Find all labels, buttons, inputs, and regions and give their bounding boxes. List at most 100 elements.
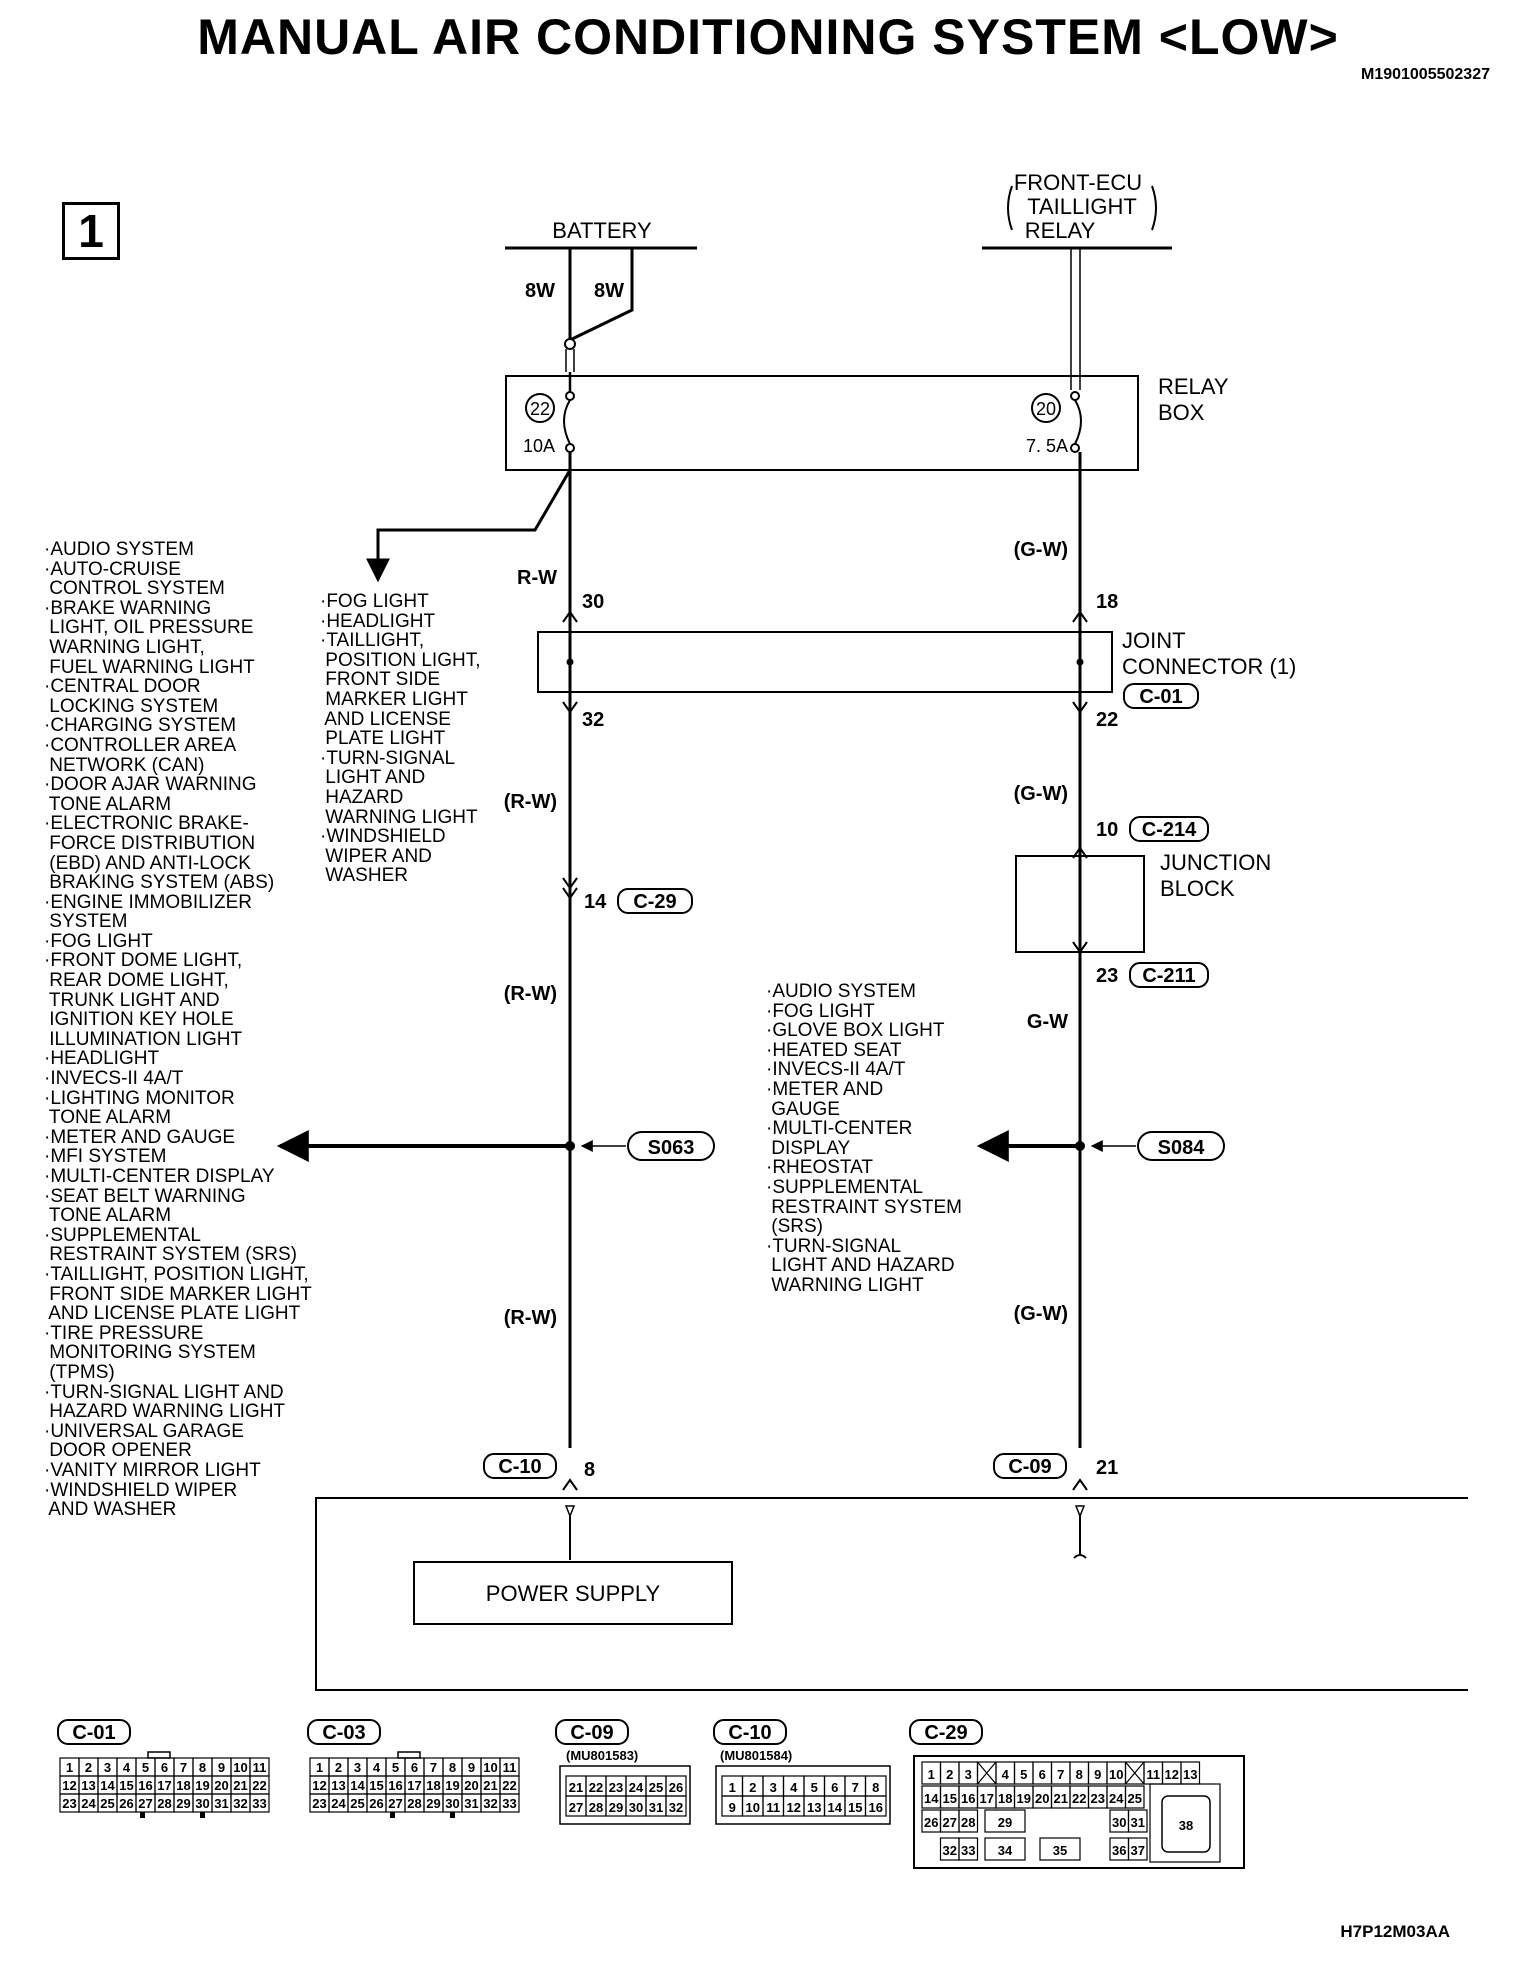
connector-pin-number: 28: [407, 1796, 421, 1811]
connector-cavity: [1124, 1785, 1145, 1809]
fuse-20-term-bottom: [1070, 443, 1080, 453]
left-system-item: (EBD) AND ANTI-LOCK: [44, 852, 251, 874]
connector-pin-number: 28: [157, 1796, 171, 1811]
connector-pin-number: 9: [468, 1760, 475, 1775]
connector-pin-number: 15: [943, 1791, 957, 1806]
junction-code-in: C-214: [1142, 819, 1197, 841]
connector-pin-number: 2: [335, 1760, 342, 1775]
connector-code-box: [307, 1719, 381, 1745]
connector-cavity: [1127, 1809, 1148, 1833]
connector-pin-number: 29: [176, 1796, 190, 1811]
connector-pin-number: 1: [66, 1760, 73, 1775]
connector-pin-number: 7: [1057, 1767, 1064, 1782]
relay-branch-item: WARNING LIGHT: [320, 806, 478, 828]
relay-branch-item: HAZARD: [320, 786, 404, 808]
connector-pin-number: 2: [85, 1760, 92, 1775]
right-system-item: ·TURN-SIGNAL: [766, 1235, 902, 1257]
connector-code-label: C-10: [728, 1722, 771, 1744]
left-system-item: AND LICENSE PLATE LIGHT: [44, 1303, 301, 1325]
c10-arrow: [562, 1478, 578, 1491]
c09-internal-lead: [1073, 1516, 1087, 1559]
left-system-item: HAZARD WARNING LIGHT: [44, 1401, 286, 1423]
fuse-22-circle: [525, 393, 555, 423]
connector-pin-number: 14: [350, 1778, 365, 1793]
connector-pin-number: 17: [157, 1778, 171, 1793]
relay-branch-item: ·WINDSHIELD: [320, 826, 446, 848]
right-system-item: ·METER AND: [766, 1078, 884, 1100]
connector-pin-number: 27: [138, 1796, 152, 1811]
connector-pin-number: 19: [1017, 1791, 1031, 1806]
front-ecu-brackets: [1007, 185, 1157, 231]
connector-pin-number: 6: [411, 1760, 418, 1775]
connector-cavity: [499, 1793, 520, 1813]
left-system-item: ·FOG LIGHT: [44, 930, 153, 952]
c29-code: C-29: [633, 891, 676, 913]
connector-pin-number: 4: [123, 1760, 131, 1775]
connector-pin-number: 27: [388, 1796, 402, 1811]
page-number-box: 1: [62, 202, 120, 260]
joint-connector-label-2: CONNECTOR (1): [1122, 654, 1296, 679]
connector-pin-number: 8: [1076, 1767, 1083, 1782]
c09-code: C-09: [1008, 1456, 1051, 1478]
connector-pin-number: 14: [924, 1791, 939, 1806]
joint-dot-left: [566, 658, 574, 666]
fuse-22-amperage: 10A: [523, 436, 555, 456]
relay-branch-item: FRONT SIDE: [320, 669, 440, 691]
connector-cavity: [984, 1809, 1026, 1833]
connector-shell: [559, 1765, 691, 1825]
c10-code-box: [483, 1453, 557, 1479]
connector-pin-number: 1: [316, 1760, 323, 1775]
connector-pin-number: 19: [445, 1778, 459, 1793]
connector-cavity: [984, 1837, 1026, 1861]
front-ecu-double-wire: [1070, 248, 1081, 390]
connector-cavity: [249, 1793, 270, 1813]
left-system-item: ·CONTROLLER AREA: [44, 734, 237, 756]
relay-box-outline: [505, 375, 1139, 471]
document-id: M1901005502327: [1360, 66, 1490, 83]
connector-pin-number: 3: [770, 1780, 777, 1795]
relay-branch-arrow: [366, 469, 572, 583]
power-supply-box: [413, 1561, 733, 1625]
connector-pin-number: 26: [119, 1796, 133, 1811]
connector-pin-number: 34: [998, 1843, 1013, 1858]
right-system-item: LIGHT AND HAZARD: [766, 1255, 955, 1277]
left-system-item: FRONT SIDE MARKER LIGHT: [44, 1283, 312, 1305]
left-system-item: ·LIGHTING MONITOR: [44, 1087, 235, 1109]
left-system-item: LIGHT, OIL PRESSURE: [44, 617, 254, 639]
connector-pin-number: 16: [138, 1778, 152, 1793]
fuse-22-term-top: [565, 391, 575, 401]
fuse-20-circle: [1031, 393, 1061, 423]
connector-code-label: C-03: [322, 1722, 365, 1744]
left-system-item: ·AUDIO SYSTEM: [44, 539, 194, 560]
left-system-item: ·CENTRAL DOOR: [44, 676, 201, 698]
relay-branch-item: POSITION LIGHT,: [320, 649, 481, 671]
connector-pin-number: 11: [503, 1760, 517, 1775]
left-system-item: MONITORING SYSTEM: [44, 1342, 256, 1364]
connector-pin-number: 12: [787, 1800, 801, 1815]
connector-pin-number: 8: [449, 1760, 456, 1775]
left-system-item: ·TAILLIGHT, POSITION LIGHT,: [44, 1263, 309, 1285]
connector-pin-number: 17: [980, 1791, 994, 1806]
connector-pin-number: 6: [1039, 1767, 1046, 1782]
connector-pin-number: 12: [312, 1778, 326, 1793]
connector-cavity: [958, 1837, 979, 1861]
relay-branch-item: ·TAILLIGHT,: [320, 630, 425, 652]
battery-label: BATTERY: [552, 218, 652, 243]
connector-pin-number: 23: [62, 1796, 76, 1811]
connector-pin-number: 16: [961, 1791, 975, 1806]
c29-pin: 14: [584, 891, 607, 913]
right-system-item: ·INVECS-II 4A/T: [766, 1059, 906, 1081]
connector-pin-number: 16: [388, 1778, 402, 1793]
connector-pin-number: 9: [1094, 1767, 1101, 1782]
connector-part-number: (MU801584): [720, 1748, 792, 1763]
connector-pin-number: 25: [649, 1780, 663, 1795]
left-system-item: REAR DOME LIGHT,: [44, 970, 229, 992]
left-system-item: FUEL WARNING LIGHT: [44, 656, 255, 678]
right-system-item: ·FOG LIGHT: [766, 1000, 875, 1022]
right-system-item: GAUGE: [766, 1098, 840, 1120]
relay-branch-list: ·FOG LIGHT·HEADLIGHT·TAILLIGHT, POSITION…: [320, 592, 480, 886]
connector-pin-number: 33: [502, 1796, 516, 1811]
battery-wire-left-label: 8W: [525, 280, 555, 302]
